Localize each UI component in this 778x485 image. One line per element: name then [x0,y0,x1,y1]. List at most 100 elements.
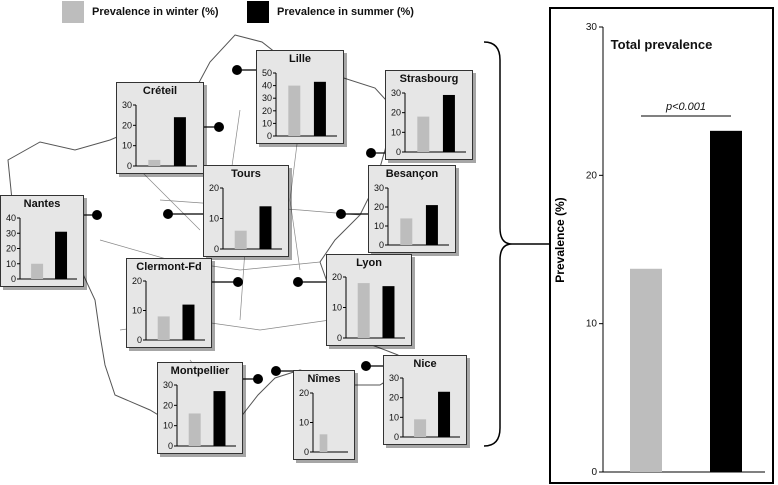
panel-tick-label: 0 [168,441,173,451]
city-dot-besancon [336,209,346,219]
panel-tick-label: 10 [209,214,219,224]
panel-chart-besancon: 0 10 20 30 [374,183,449,250]
bar-clermont-fd-summer [182,304,195,340]
panel-tick-label: 30 [389,373,399,383]
legend-summer-label: Prevalence in summer (%) [277,6,414,18]
panel-tick-label: 30 [262,93,272,103]
city-dot-nantes [92,210,102,220]
bar-lille-summer [313,81,326,136]
bar-nice-summer [438,391,451,437]
legend-winter-swatch [62,1,84,23]
panel-chart-tours: 0 10 20 [209,183,282,254]
panel-tick-label: 10 [374,221,384,231]
panel-tick-label: 50 [262,68,272,78]
significance-label: p<0.001 [665,101,706,113]
bar-besancon-summer [425,205,438,245]
city-dot-montpellier [253,374,263,384]
bar-creteil-winter [148,159,161,166]
panel-title-lille: Lille [288,53,311,65]
panel-tick-label: 30 [391,88,401,98]
total-tick-label: 20 [586,170,598,181]
bar-lyon-summer [382,286,395,338]
panel-tick-label: 40 [6,213,16,223]
total-ylabel: Prevalence (%) [553,197,567,283]
legend-winter: Prevalence in winter (%) [62,1,219,23]
panel-chart-nice: 0 10 20 30 [389,373,460,442]
panel-tick-label: 10 [262,118,272,128]
panel-tick-label: 20 [132,276,142,286]
bar-nantes-winter [31,263,44,279]
panel-tick-label: 40 [262,81,272,91]
city-dot-strasbourg [366,148,376,158]
bar-nantes-summer [55,231,68,279]
panel-tick-label: 0 [379,240,384,250]
total-title: Total prevalence [610,37,713,52]
legend-winter-label: Prevalence in winter (%) [92,6,219,18]
total-bar-winter [630,268,662,472]
panel-tick-label: 20 [6,244,16,254]
panel-tick-label: 20 [389,393,399,403]
bar-creteil-summer [173,117,186,166]
panel-tick-label: 0 [394,432,399,442]
city-dot-tours [163,209,173,219]
panel-tick-label: 0 [267,131,272,141]
panel-chart-clermont-fd: 0 10 20 [132,276,205,345]
panel-tick-label: 10 [389,412,399,422]
bar-besancon-winter [400,218,413,245]
panel-tick-label: 20 [391,108,401,118]
panel-title-nice: Nice [413,358,437,370]
panel-title-montpellier: Montpellier [170,365,230,377]
panel-tick-label: 20 [209,183,219,193]
city-dot-clermont-fd [233,277,243,287]
city-dot-creteil [214,122,224,132]
bracket [483,41,513,447]
panel-tick-label: 0 [11,274,16,284]
panel-title-tours: Tours [231,168,261,180]
panel-tick-label: 10 [299,418,309,428]
bar-montpellier-summer [213,391,226,446]
panel-nice: Nice 0 10 20 30 [383,355,467,445]
bar-strasbourg-summer [442,94,455,152]
panel-tick-label: 0 [137,335,142,345]
bar-lyon-winter [357,283,370,338]
panel-title-lyon: Lyon [356,257,382,269]
panel-tick-label: 30 [6,228,16,238]
panel-tick-label: 20 [374,202,384,212]
panel-tick-label: 0 [337,333,342,343]
bar-tours-winter [234,230,247,249]
panel-tick-label: 10 [122,141,132,151]
panel-tick-label: 10 [332,303,342,313]
panel-tick-label: 10 [391,127,401,137]
panel-tick-label: 10 [132,306,142,316]
panel-title-creteil: Créteil [142,85,178,97]
panel-title-clermont-fd: Clermont-Fd [136,261,202,273]
panel-tick-label: 20 [163,400,173,410]
bar-lille-winter [288,85,301,136]
bar-nice-winter [414,419,427,437]
bar-nimes-winter [319,434,328,452]
panel-tick-label: 20 [299,388,309,398]
total-bar-summer [710,130,742,472]
panel-title-nimes: Nîmes [307,373,341,385]
connectors [82,65,385,384]
panel-tick-label: 0 [127,161,132,171]
bar-tours-summer [259,206,272,249]
city-dot-nice [361,361,371,371]
panel-title-strasbourg: Strasbourg [399,73,459,85]
panel-tick-label: 30 [374,183,384,193]
panel-tick-label: 0 [214,244,219,254]
